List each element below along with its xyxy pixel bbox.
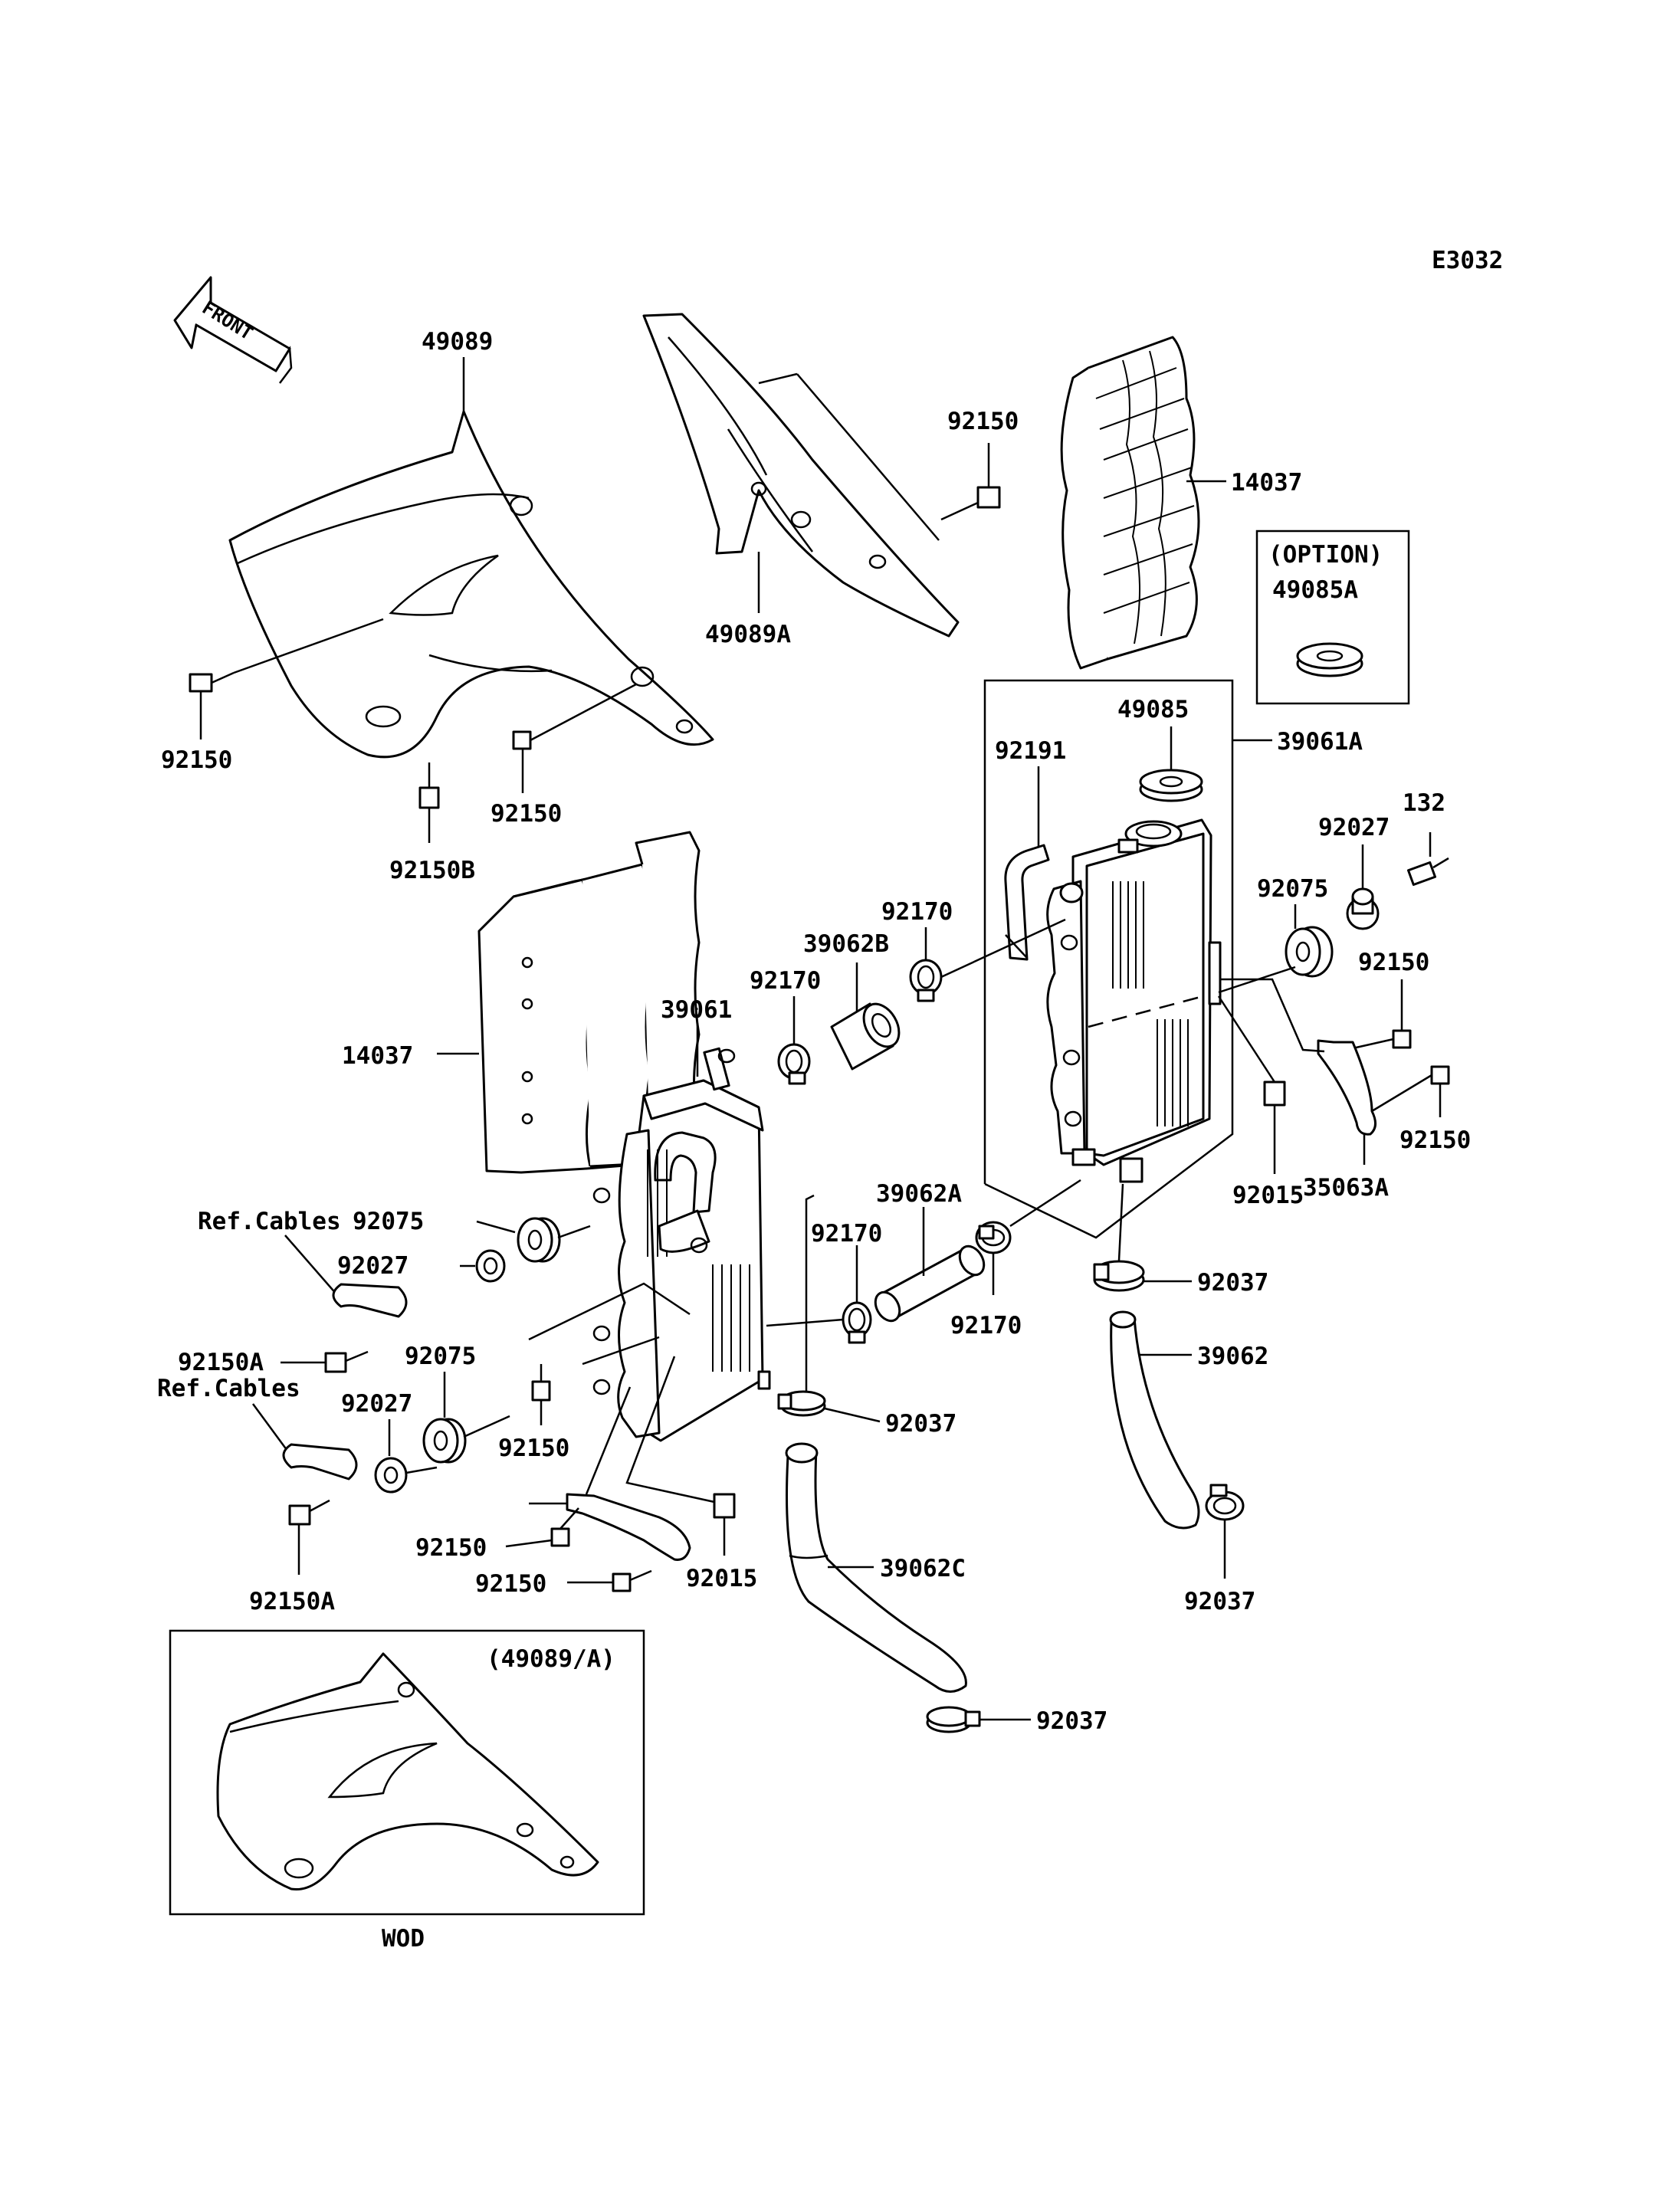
radiator-shroud-left [228, 410, 714, 759]
label-breather: 92191 [995, 737, 1066, 765]
label-hose-b: 39062B [803, 930, 889, 958]
label-grill-right: 14037 [1231, 469, 1302, 497]
label-nut-left: 92015 [686, 1565, 757, 1592]
label-nut-right: 92015 [1232, 1182, 1304, 1209]
label-bolt-shroud-mid: 92150 [491, 800, 562, 828]
grommet-right [1285, 926, 1334, 978]
bolt-icon [512, 683, 637, 750]
label-bolt-top-mid: 92150 [947, 408, 1019, 435]
radiator-grill-left [477, 831, 701, 1174]
front-arrow-icon: FRONT [173, 276, 293, 384]
collar-left-2 [374, 1457, 408, 1494]
label-grill-left: 14037 [342, 1042, 413, 1070]
radiator-right-box [983, 679, 1234, 1239]
label-bolt-132: 132 [1403, 789, 1445, 817]
collar-left-1 [475, 1249, 506, 1283]
radiator-left [592, 1047, 771, 1442]
hose-clamp-icon [909, 959, 943, 1002]
label-bolt-r1: 92150 [1358, 949, 1429, 976]
label-bolt-shroud-left: 92150 [161, 746, 232, 774]
label-bolt-r2: 92150 [1399, 1126, 1471, 1154]
label-hose-clamp-bottom: 92037 [1184, 1588, 1255, 1615]
label-collar-l2: 92027 [341, 1390, 412, 1418]
label-bolt-l-mid: 92150 [498, 1435, 569, 1462]
label-shroud-left: 49089 [422, 328, 493, 356]
hose-clamp-icon [842, 1301, 872, 1344]
hose-39062 [1109, 1310, 1200, 1530]
diagram-code: E3032 [1432, 247, 1503, 274]
cable-clip-icon [282, 1443, 358, 1481]
hose-clamp-icon [777, 1043, 811, 1085]
inset-title: (49089/A) [487, 1645, 615, 1673]
label-bolt-l2: 92150 [475, 1570, 546, 1598]
option-title: (OPTION) [1268, 541, 1383, 569]
label-grommet-right: 92075 [1257, 875, 1328, 903]
grommet-left-2 [422, 1418, 467, 1464]
label-hose-clamp-r: 92037 [1197, 1269, 1268, 1297]
bolt-icon [940, 486, 1001, 521]
label-ref-cables-1: Ref.Cables [198, 1208, 341, 1235]
hose-39062a [874, 1244, 986, 1323]
label-clamp-b: 92170 [750, 967, 821, 995]
inset-shroud [216, 1652, 599, 1891]
label-clamp-a: 92170 [881, 898, 953, 926]
bolt-icon [612, 1569, 652, 1592]
label-clamp-c: 92170 [811, 1220, 882, 1248]
bolt-icon [531, 1364, 551, 1402]
label-collar-l1: 92027 [337, 1252, 409, 1280]
label-bolt-150a-1: 92150A [178, 1349, 264, 1376]
hose-39062c [785, 1442, 967, 1693]
hose-clamp-icon [777, 1390, 826, 1417]
inset-caption: WOD [382, 1925, 425, 1953]
label-radiator-left: 39061 [661, 996, 732, 1024]
radiator-shroud-right [642, 313, 960, 638]
label-shroud-right: 49089A [705, 621, 791, 648]
radiator-cap-seal-icon [1296, 642, 1363, 677]
nut-left [713, 1493, 736, 1519]
hose-clamp-icon [1093, 1260, 1145, 1292]
label-bracket-right: 35063A [1303, 1174, 1389, 1202]
bolt-icon [418, 762, 440, 809]
label-radiator-right: 39061A [1277, 728, 1363, 756]
label-hose-a: 39062A [876, 1180, 962, 1208]
breather-tube [1004, 844, 1050, 961]
label-hose-clamp-mid: 92037 [885, 1410, 956, 1438]
label-collar-right: 92027 [1318, 814, 1390, 841]
label-hose-clamp-r2: 92037 [1036, 1707, 1107, 1735]
inset-box [169, 1629, 645, 1916]
hose-clamp-icon [975, 1221, 1012, 1254]
label-grommet-l1: 92075 [353, 1208, 424, 1235]
hose-39062b [830, 1002, 901, 1071]
hose-clamp-icon [1205, 1484, 1245, 1521]
grommet-left-1 [517, 1217, 561, 1263]
label-bolt-l1: 92150 [415, 1534, 487, 1562]
label-bolt-shroud-b: 92150B [389, 857, 475, 884]
bolt-icon [1352, 1029, 1412, 1050]
bracket-right [1317, 1039, 1376, 1136]
collar-right [1346, 887, 1380, 930]
bolt-icon [324, 1350, 369, 1373]
option-part: 49085A [1272, 576, 1358, 604]
hose-clamp-icon [926, 1706, 981, 1733]
bolt-icon [1371, 1065, 1450, 1113]
bolt-icon [189, 671, 235, 693]
label-cap: 49085 [1117, 696, 1189, 723]
bolt-icon [550, 1507, 579, 1547]
label-bolt-150a-2: 92150A [249, 1588, 335, 1615]
label-grommet-l2: 92075 [405, 1343, 476, 1370]
radiator-right [1046, 818, 1222, 1183]
cable-clip-icon [332, 1283, 408, 1318]
label-hose-c: 39062C [880, 1555, 966, 1582]
bracket-left [566, 1493, 691, 1561]
label-clamp-d: 92170 [950, 1312, 1022, 1340]
option-box [1255, 530, 1410, 705]
bolt-132-icon [1406, 857, 1449, 887]
label-hose-right: 39062 [1197, 1343, 1268, 1370]
radiator-grill-right [1060, 336, 1200, 670]
nut-right [1217, 995, 1286, 1107]
bolt-icon [288, 1499, 330, 1526]
cap-seal-icon [1139, 769, 1203, 802]
label-ref-cables-2: Ref.Cables [157, 1375, 300, 1402]
